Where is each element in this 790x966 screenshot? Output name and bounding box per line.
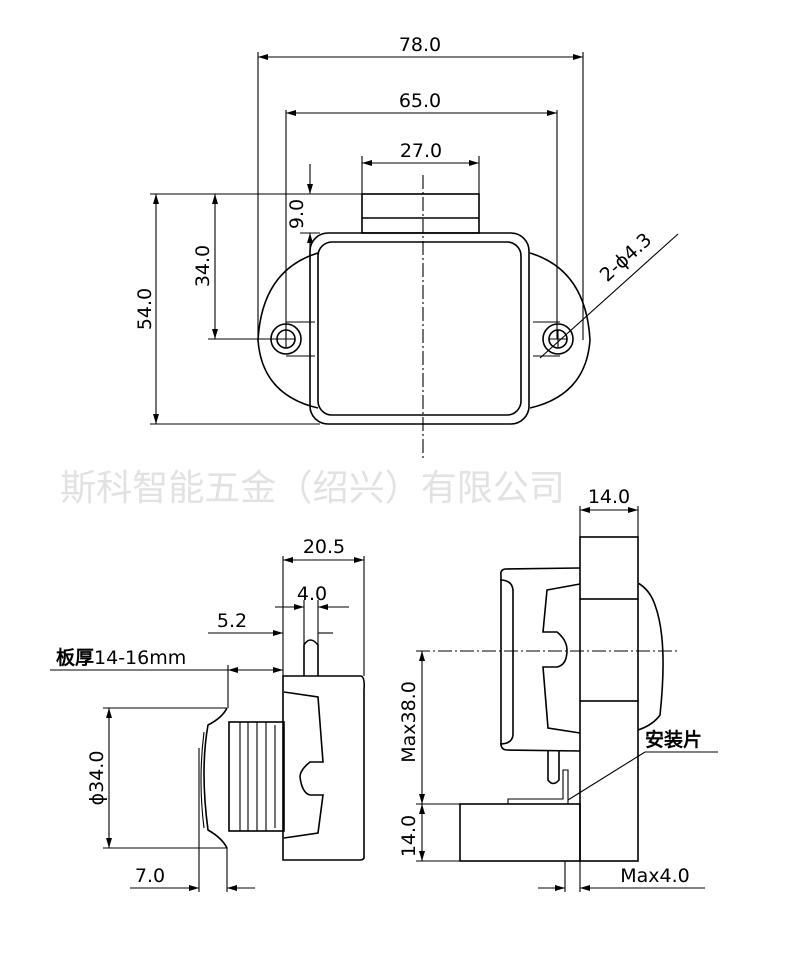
dim-button-depth: 7.0 xyxy=(135,865,165,887)
right-flange-outline xyxy=(529,252,591,409)
body-outer xyxy=(309,232,530,425)
button-outside xyxy=(637,582,664,731)
bracket-label: 安装片 xyxy=(645,728,702,751)
dim-max-gap: Max4.0 xyxy=(620,865,690,887)
top-view: 78.0 65.0 27.0 9.0 34.0 54.0 2-ϕ4.3 xyxy=(134,34,679,460)
company-watermark: 斯科智能五金（绍兴）有限公司 xyxy=(60,468,565,509)
dim-button-diameter: ϕ34.0 xyxy=(86,751,108,806)
base-board xyxy=(459,803,581,862)
dim-base-thickness: 14.0 xyxy=(398,815,420,857)
lock-body xyxy=(500,567,581,752)
dim-overall-width: 78.0 xyxy=(399,34,441,56)
dim-tongue-height: 9.0 xyxy=(286,199,308,229)
dim-max-height: Max38.0 xyxy=(398,681,420,763)
mounting-bracket xyxy=(507,769,569,805)
lock-face xyxy=(499,579,514,745)
dim-depth: 20.5 xyxy=(303,536,345,558)
tongue xyxy=(361,193,480,234)
install-view: 14.0 Max38.0 14.0 Max4.0 安装片 xyxy=(398,486,718,892)
button-cap xyxy=(203,707,228,849)
right-hole-cross xyxy=(549,330,567,348)
dim-pin-offset: 5.2 xyxy=(217,610,247,632)
thread-lines xyxy=(239,722,276,831)
dim-holes: 2-ϕ4.3 xyxy=(596,229,657,287)
dim-panel-thickness: 14.0 xyxy=(588,486,630,508)
hole-leader xyxy=(539,233,679,359)
dim-hole-spacing: 65.0 xyxy=(399,90,441,112)
right-hole-boss xyxy=(542,323,574,355)
dim-tongue-width: 27.0 xyxy=(400,140,442,162)
dim-overall-height: 54.0 xyxy=(134,288,156,330)
panel-thickness-label: 板厚14-16mm xyxy=(56,646,186,669)
panel-upper xyxy=(579,536,639,600)
housing-inner xyxy=(283,691,324,839)
dim-hole-offset: 34.0 xyxy=(192,245,214,287)
latch-pin xyxy=(303,639,319,676)
housing xyxy=(282,675,365,861)
lock-pin xyxy=(547,751,560,785)
panel-lower xyxy=(579,700,639,862)
bracket-leader xyxy=(567,751,646,801)
side-view: 20.5 4.0 5.2 板厚14-16mm ϕ34.0 7.0 xyxy=(50,536,365,892)
right-ear xyxy=(533,321,560,357)
body-inner xyxy=(317,241,522,416)
dim-pin-width: 4.0 xyxy=(297,583,327,605)
lock-inner xyxy=(542,583,581,734)
